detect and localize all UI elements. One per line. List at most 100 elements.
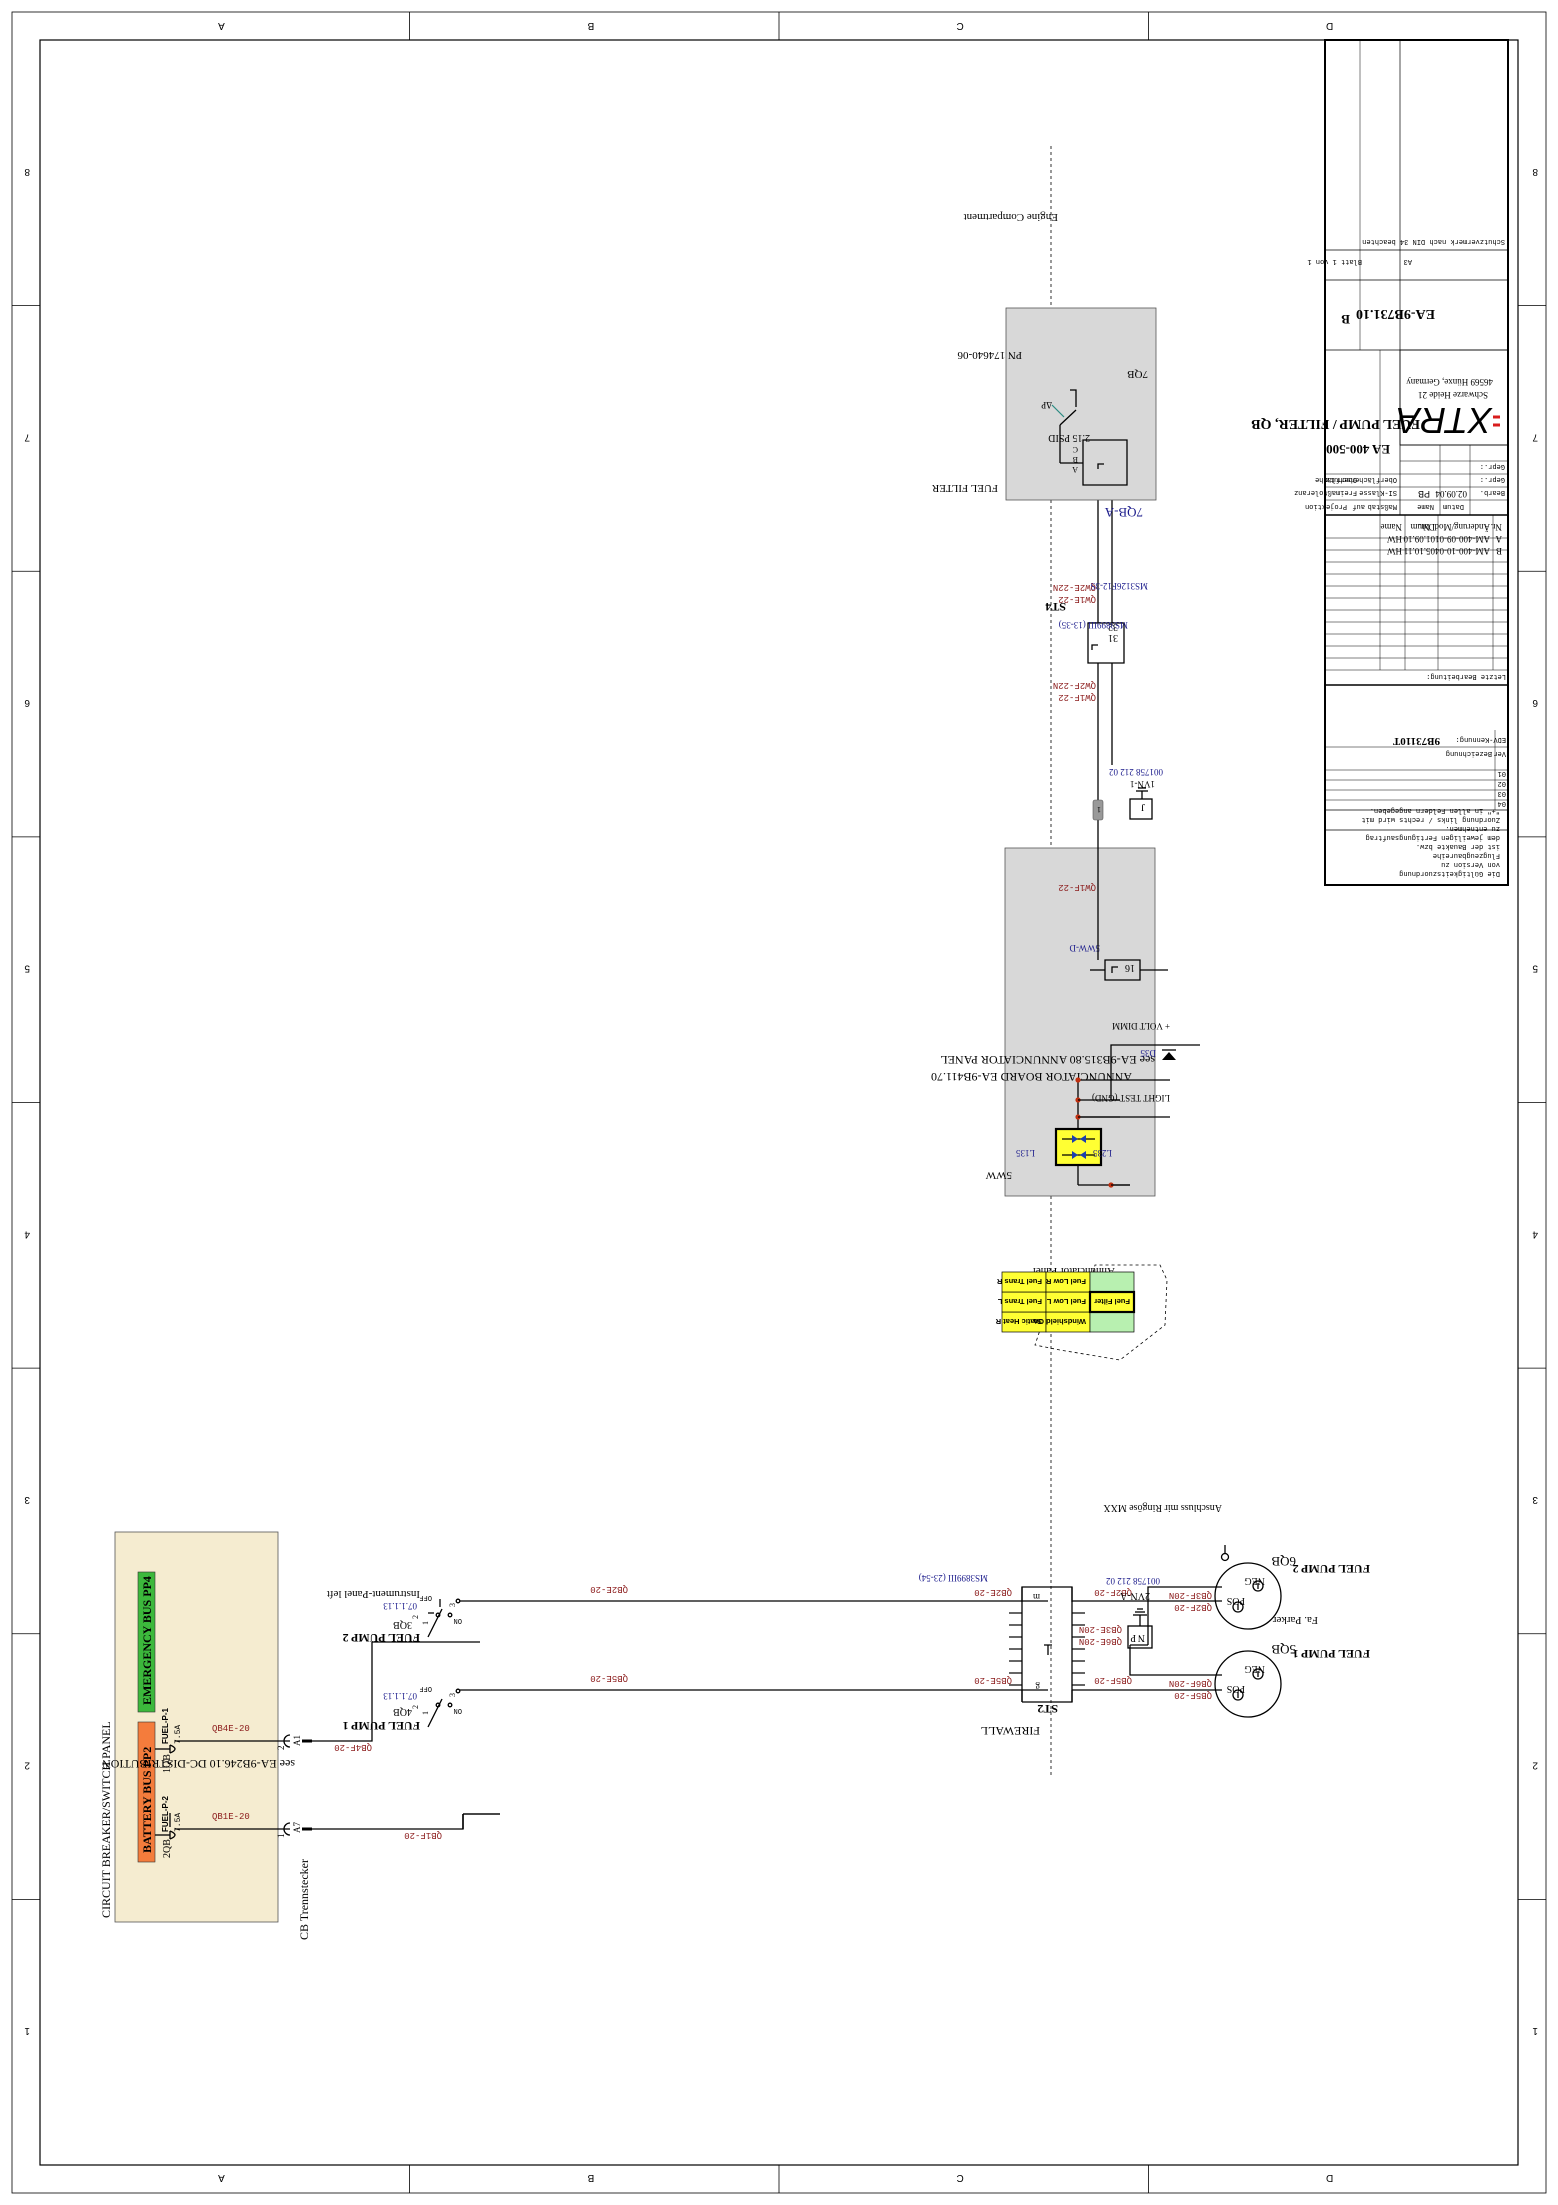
filter-box	[1005, 307, 1157, 501]
fw-wire-qb5e: QB5E-20	[974, 1675, 1012, 1685]
fw-wire-qb5f: QB5F-20	[1094, 1675, 1132, 1685]
drawing-number[interactable]: EA-9B731.10	[1356, 306, 1435, 321]
pump2-neg: NEG	[1244, 1575, 1265, 1586]
circuit-breaker-2: 2QB FUEL-P-2 7.5A	[155, 1795, 183, 1858]
revision-cell: 01.09.10	[1403, 534, 1435, 544]
frame-col-top-4: 4	[24, 1228, 30, 1239]
validity-line: zu entnehmen.	[1445, 824, 1500, 832]
cb2-ref: 2QB	[162, 1839, 173, 1858]
st4-pin32: 32	[1108, 621, 1118, 632]
fuel-pump-1: POS NEG 5QB FUEL PUMP 1 Fa. Parker	[1214, 1614, 1370, 1718]
switch1-code: 07.1.1.13	[383, 1691, 417, 1701]
version-row: 04	[1498, 799, 1506, 807]
pin-a1-label: A1	[292, 1735, 302, 1746]
wire-label-qb5e: QB5E-20	[590, 1673, 628, 1683]
fw-wire-qb2e: QB2E-20	[974, 1587, 1012, 1597]
sheet-title: FUEL PUMP / FILTER, QB	[1251, 416, 1420, 431]
version-row: 02	[1498, 779, 1506, 787]
freimass-label: Freimaßtoleranz	[1294, 488, 1357, 496]
pump-wire-qb2f: QB2F-20	[1174, 1602, 1212, 1612]
circuit-breaker-1: 1QB FUEL-P-1 7.5A	[155, 1707, 183, 1773]
breaker-panel-title: CIRCUIT BREAKER/SWITCH PANEL	[99, 1721, 113, 1918]
validity-line: Flugzeugbaureihe	[1433, 851, 1500, 859]
frame-row-left-C: C	[957, 2172, 964, 2183]
frame-col-bottom-8: 8	[1532, 166, 1538, 177]
ann-cell-label: Fuel Trans R	[996, 1277, 1042, 1286]
project-label: EA 400-500	[1326, 442, 1390, 457]
validity-line: von Version zu	[1441, 860, 1500, 868]
fuel-pump-1-switch[interactable]: FUEL PUMP 1 4QB OFF ON 1 2 3 07.1.1.13	[343, 1684, 462, 1733]
revision-cell: 05.10.11	[1404, 546, 1435, 556]
light-test-label: LIGHT TEST (GND)	[1092, 1093, 1170, 1103]
switch2-pin2: 2	[411, 1615, 420, 1619]
emergency-bus-label: EMERGENCY BUS PP4	[140, 1576, 154, 1705]
ann-cell	[1089, 1271, 1135, 1293]
frame-col-top-2: 2	[24, 1760, 30, 1771]
cb2-name: FUEL-P-2	[161, 1795, 170, 1832]
switch2-on: ON	[454, 1616, 462, 1624]
cb2-amp: 7.5A	[174, 1813, 183, 1832]
wire-qw1e: QW1E-22	[1058, 594, 1096, 604]
annunciator-to-st4-wiring: QW1F-22 1 J 1VN-1 001758 212 02 QW1F-22 …	[1053, 680, 1163, 960]
oberflaeche-label: Oberfläche	[1315, 475, 1357, 483]
frame-col-top-1: 1	[24, 2025, 30, 2036]
annunciator-lamp	[1054, 1127, 1103, 1167]
switch1-title: FUEL PUMP 1	[343, 1719, 420, 1733]
projektion-label: Projektion	[1305, 502, 1347, 510]
filter-pin-b: B	[1073, 455, 1078, 464]
bearb-label: Bearb.	[1480, 488, 1505, 496]
supply-wiring: QB1F-20 QB4F-20	[302, 1641, 480, 1840]
fuel-pump-2-switch[interactable]: FUEL PUMP 2 3QB OFF ON 1 2 3 07.1.1.13 I…	[327, 1588, 464, 1829]
st2-pin-g: g	[1035, 1682, 1040, 1692]
instrument-panel-note: Instrument-Panel left	[327, 1588, 420, 1600]
gepr2-label: Gepr.:	[1480, 462, 1505, 470]
cb-trennstecker-label: CB Trennstecker	[297, 1859, 311, 1940]
ground-2vn-a: N P QB6E-20N QB3E-20N 2VN-A 001758 212 0…	[1079, 1576, 1160, 1649]
l235-label: L235	[1093, 1148, 1112, 1158]
edv-label: EDV-Kennung:	[1456, 735, 1506, 743]
switch1-ref: 4QB	[393, 1706, 412, 1717]
frame-col-bottom-6: 6	[1532, 697, 1538, 708]
l135-label: L135	[1016, 1148, 1035, 1158]
si-klasse-label: SI-Klasse	[1359, 488, 1397, 496]
format-label: A3	[1404, 257, 1412, 265]
pin-16-label: 16	[1125, 962, 1135, 973]
st2-pin-m: m	[1033, 1592, 1040, 1602]
switch1-pin2: 2	[411, 1705, 420, 1709]
switch1-off: OFF	[419, 1684, 432, 1692]
frame-col-top-6: 6	[24, 697, 30, 708]
frame-col-bottom-1: 1	[1532, 2025, 1538, 2036]
frame-col-bottom-5: 5	[1532, 963, 1538, 974]
frame-col-top-5: 5	[24, 963, 30, 974]
pump1-neg: NEG	[1244, 1663, 1265, 1674]
pump-maker: Fa. Parker	[1272, 1614, 1318, 1626]
wire-label-qb2e: QB2E-20	[590, 1584, 628, 1594]
filter-dp: ΔP	[1041, 400, 1052, 410]
gnd1-part: 001758 212 02	[1106, 1576, 1160, 1586]
pump1-title: FUEL PUMP 1	[1293, 1647, 1370, 1661]
bez-label: Bezeichnung	[1446, 749, 1492, 757]
bearb-name: PB	[1418, 489, 1430, 499]
gnd2-j: J	[1141, 801, 1145, 812]
dc-distribution-note: see EA-9B246.10 DC-DISTRIBUTION	[102, 1757, 295, 1771]
d35-label: D35	[1140, 1048, 1156, 1058]
switch1-pin1: 1	[421, 1711, 430, 1715]
switch1-on: ON	[454, 1706, 462, 1714]
filter-ref: 7QB	[1127, 368, 1148, 380]
st4-to-filter-wiring: QW1E-22 QW2E-22N	[1053, 485, 1113, 703]
pump-wire-qb6f: QB6F-20N	[1169, 1678, 1212, 1688]
filter-title: FUEL FILTER	[931, 482, 998, 494]
frame-col-top-8: 8	[24, 166, 30, 177]
validity-line: dem jeweiligen Fertigungsauftrag	[1366, 833, 1500, 841]
frame-row-left-B: B	[587, 2172, 594, 2183]
filter-conn-part: MS3126F12-3S	[1090, 581, 1148, 591]
revision-cell: Nr.	[1491, 522, 1502, 532]
pump-wire-qb5f: QB5F-20	[1174, 1690, 1212, 1700]
frame-col-top-7: 7	[24, 431, 30, 442]
pump2-pos: POS	[1227, 1595, 1245, 1606]
annunciator-panel-note: see EA-9B315.80 ANNUNCIATOR PANEL	[940, 1053, 1155, 1067]
oberfl-label: Oberflächenschutz	[1326, 475, 1397, 483]
